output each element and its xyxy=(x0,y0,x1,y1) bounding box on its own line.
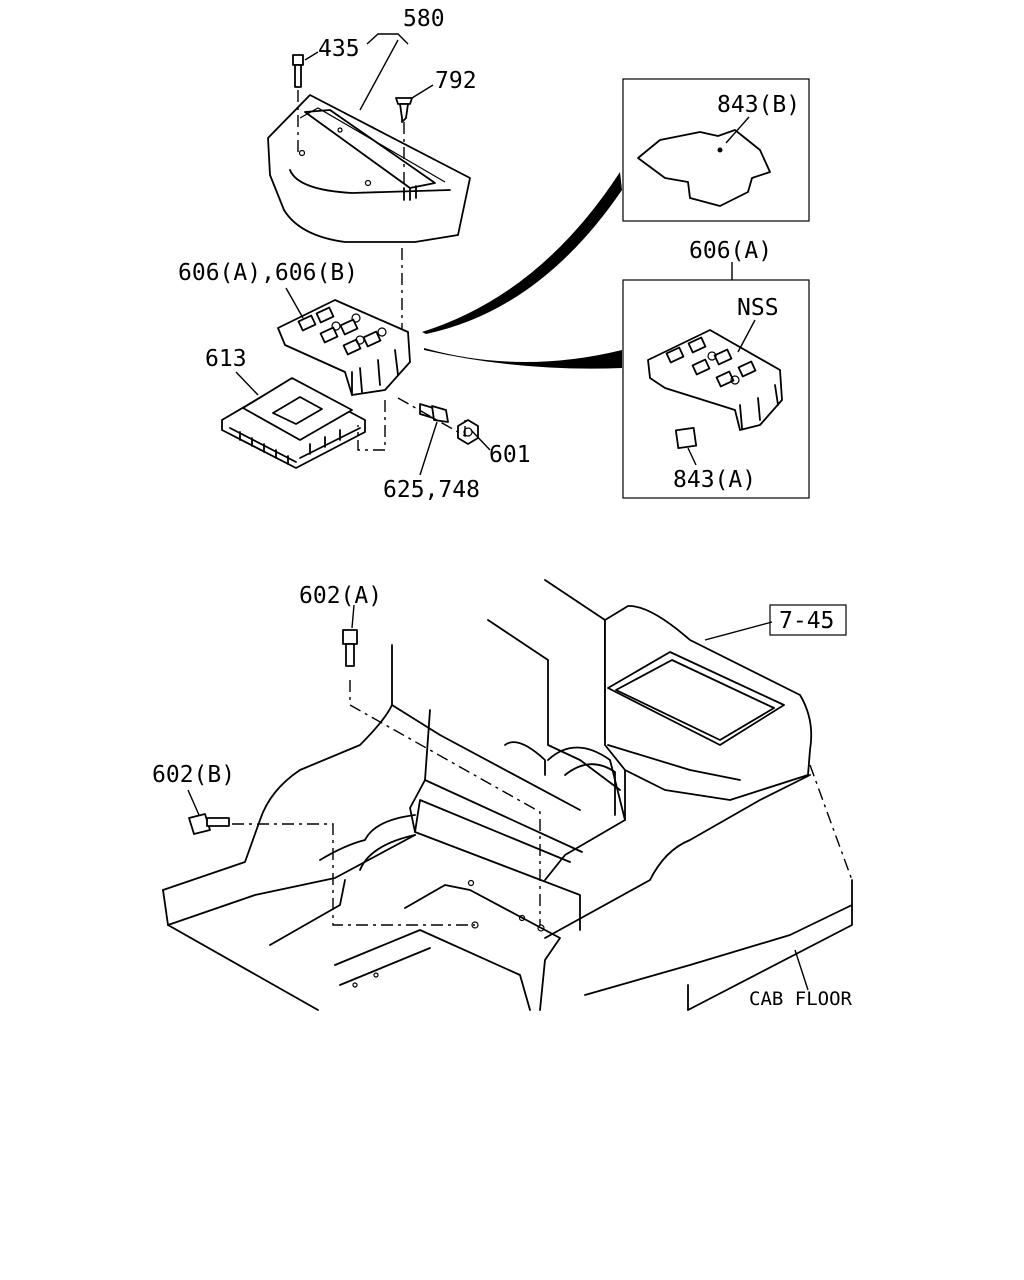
bolt-625-748 xyxy=(419,403,449,423)
label-nss: NSS xyxy=(737,295,779,321)
label-625-748: 625,748 xyxy=(383,477,480,503)
label-601: 601 xyxy=(489,442,531,468)
bolt-602b xyxy=(188,813,230,835)
bolt-435 xyxy=(292,54,304,88)
label-7-45: 7-45 xyxy=(779,608,834,634)
label-843a: 843(A) xyxy=(673,467,756,493)
bolt-602a xyxy=(342,629,358,667)
label-613: 613 xyxy=(205,346,247,372)
callout-labels: 580 435 792 843(B) 606(A) 606(A),606(B) … xyxy=(152,6,853,1010)
leader-lines xyxy=(187,33,809,991)
label-606a-inset: 606(A) xyxy=(689,238,772,264)
label-580: 580 xyxy=(403,6,445,32)
ecu-613 xyxy=(221,377,366,469)
nut-601 xyxy=(457,419,479,445)
label-606a-606b: 606(A),606(B) xyxy=(178,260,358,286)
label-435: 435 xyxy=(318,36,360,62)
inset-606a xyxy=(622,279,810,499)
controller-cover-assembly xyxy=(221,54,479,469)
connector-wedge-lower xyxy=(424,348,622,369)
label-602b: 602(B) xyxy=(152,762,235,788)
ref-box-7-45 xyxy=(769,604,847,636)
label-792: 792 xyxy=(435,68,477,94)
console-7-45 xyxy=(604,605,813,801)
cab-floor-assembly xyxy=(162,579,853,1011)
label-843b: 843(B) xyxy=(717,92,800,118)
inset-843b xyxy=(622,78,810,222)
clip-792 xyxy=(395,97,413,123)
cover-580 xyxy=(267,94,471,243)
label-cab-floor: CAB FLOOR xyxy=(749,988,853,1010)
bracket-606 xyxy=(277,299,411,396)
label-602a: 602(A) xyxy=(299,583,382,609)
